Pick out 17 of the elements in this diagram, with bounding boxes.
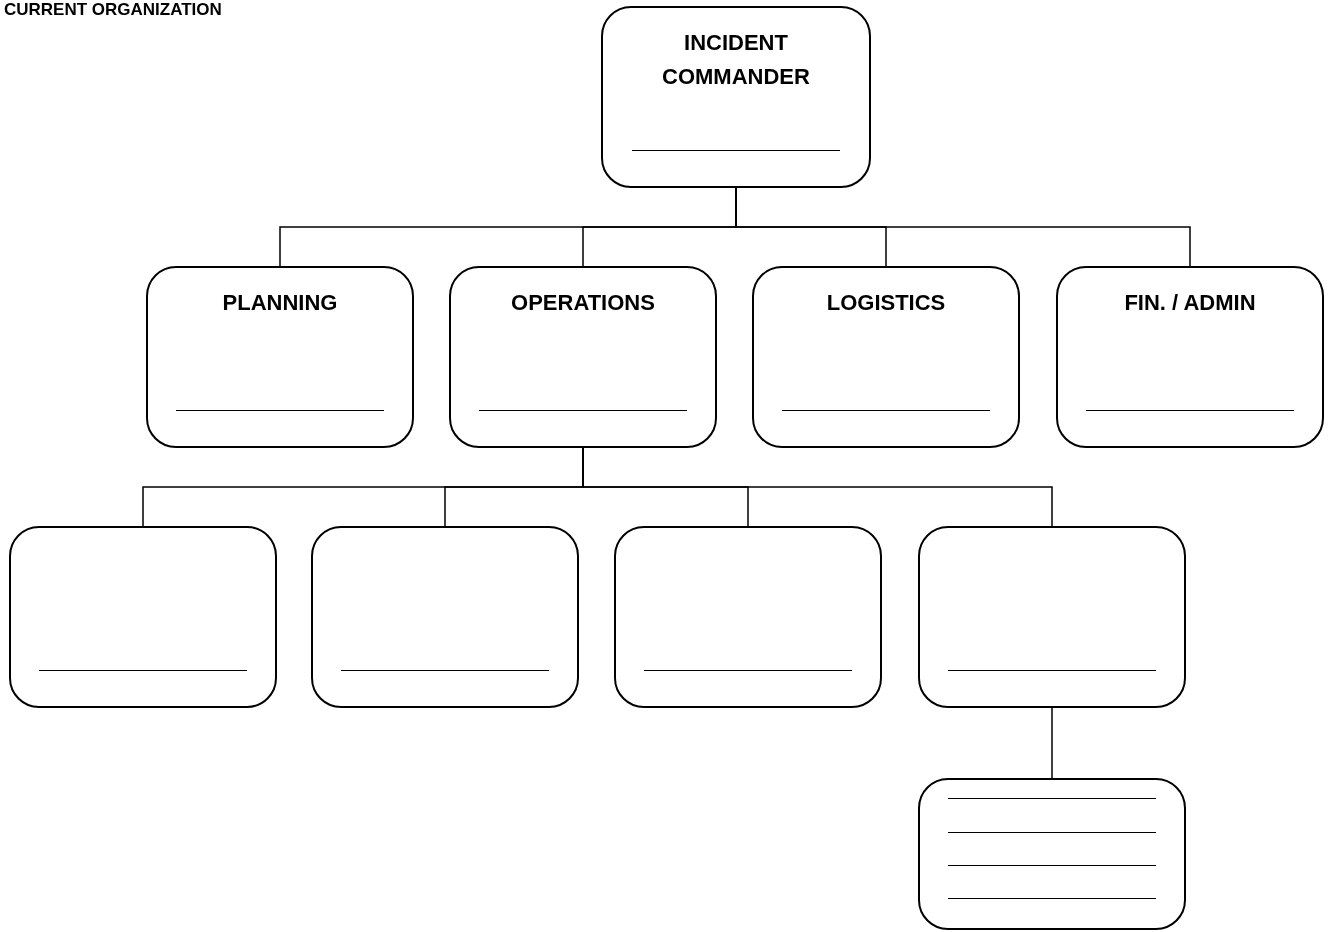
org-box xyxy=(614,526,882,708)
box-title: FIN. / ADMIN xyxy=(1123,289,1257,317)
org-box xyxy=(449,266,717,448)
org-box xyxy=(1056,266,1324,448)
box-title: OPERATIONS xyxy=(510,289,656,317)
box-title: INCIDENT COMMANDER xyxy=(661,29,811,91)
org-box xyxy=(146,266,414,448)
connector-line xyxy=(1051,707,1053,779)
org-box xyxy=(601,6,871,188)
box-title: PLANNING xyxy=(221,289,339,317)
diagram-title: CURRENT ORGANIZATION xyxy=(4,0,222,20)
org-box xyxy=(752,266,1020,448)
org-box xyxy=(918,526,1186,708)
org-box xyxy=(311,526,579,708)
org-box xyxy=(9,526,277,708)
org-box xyxy=(918,778,1186,930)
box-title: LOGISTICS xyxy=(825,289,947,317)
